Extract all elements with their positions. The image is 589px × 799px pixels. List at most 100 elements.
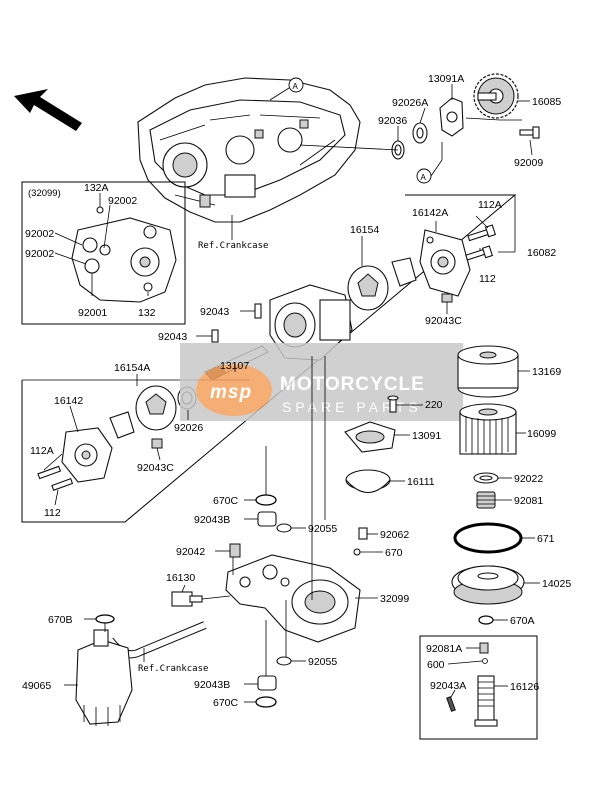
label-13091A: 13091A <box>428 73 464 85</box>
label-16111: 16111 <box>407 476 435 488</box>
label-92009: 92009 <box>514 157 543 169</box>
label-670C-bottom: 670C <box>213 697 239 709</box>
label-14025: 14025 <box>542 578 571 590</box>
label-92036: 92036 <box>378 115 407 127</box>
label-112A-top: 112A <box>478 199 502 211</box>
label-16085: 16085 <box>532 96 561 108</box>
label-92081: 92081 <box>514 495 543 507</box>
sensor-16130 <box>171 591 203 607</box>
label-49065: 49065 <box>22 680 51 692</box>
label-92062: 92062 <box>380 529 409 541</box>
bolt-92009 <box>519 126 540 139</box>
label-16154A: 16154A <box>114 362 150 374</box>
bolt-220 <box>387 395 399 413</box>
part-labels: 13091A 16085 92026A 92036 92009 132A 920… <box>22 73 571 709</box>
label-92043B-top: 92043B <box>194 514 230 526</box>
crankcase-reference-label-bottom: Ref.Crankcase <box>138 664 208 674</box>
dowel-92043C-top <box>441 293 453 303</box>
crankcase-reference-label-top: Ref.Crankcase <box>198 241 268 251</box>
label-670B: 670B <box>48 614 73 626</box>
watermark-logo: msp MOTORCYCLE SPARE PARTS <box>180 343 463 421</box>
o-ring-670 <box>353 548 361 556</box>
label-671: 671 <box>537 533 555 545</box>
label-92001: 92001 <box>78 307 107 319</box>
label-16154: 16154 <box>350 224 379 236</box>
svg-text:A: A <box>421 173 427 182</box>
label-92043C-left: 92043C <box>137 462 174 474</box>
label-92026A: 92026A <box>392 97 428 109</box>
o-ring-670A <box>478 615 494 625</box>
oil-filter-16099 <box>459 403 517 455</box>
label-16130: 16130 <box>166 572 195 584</box>
label-92002-c: 92002 <box>25 248 54 260</box>
callout-a-top: A <box>288 77 304 93</box>
relief-valve-16126 <box>474 675 498 727</box>
pin-92043-a <box>254 303 262 319</box>
svg-text:MOTORCYCLE: MOTORCYCLE <box>280 374 425 395</box>
label-132: 132 <box>138 307 156 319</box>
label-16099: 16099 <box>527 428 556 440</box>
cover-16142 <box>61 427 113 483</box>
cover-16142A <box>419 229 471 297</box>
label-92002-b: 92002 <box>25 228 54 240</box>
rotor-16154A <box>109 385 177 439</box>
label-92022: 92022 <box>514 473 543 485</box>
collar-92042 <box>229 543 241 558</box>
inset-cover-illustration <box>71 206 177 303</box>
oil-passage-32099 <box>225 554 361 643</box>
label-92081A: 92081A <box>426 643 462 655</box>
pin-92043A <box>446 696 456 712</box>
callout-a-bottom: A <box>416 168 432 184</box>
label-92002-a: 92002 <box>108 195 137 207</box>
pump-body <box>269 284 353 361</box>
o-ring-671 <box>453 522 523 554</box>
strainer-49065 <box>75 629 133 726</box>
label-92043A: 92043A <box>430 680 466 692</box>
label-670C-top: 670C <box>213 495 239 507</box>
label-13107: 13107 <box>220 360 249 372</box>
bolt-112A-left <box>37 465 62 480</box>
collar-92043B-bottom <box>257 675 277 691</box>
o-ring-670C-top <box>255 494 277 506</box>
label-92043B-bottom: 92043B <box>194 679 230 691</box>
label-16142A: 16142A <box>412 207 448 219</box>
relief-valve-box <box>419 635 538 740</box>
screen-16111 <box>345 469 391 494</box>
label-112-top: 112 <box>479 273 496 285</box>
label-92043-a: 92043 <box>200 306 229 318</box>
rotor-16154 <box>347 257 417 311</box>
washer-92022 <box>473 472 499 484</box>
pin-92043-b <box>211 329 219 343</box>
label-92042: 92042 <box>176 546 205 558</box>
o-ring-670C-bottom <box>255 696 277 708</box>
washer-92026A <box>412 122 428 144</box>
inset-box-32099 <box>21 181 186 325</box>
svg-text:A: A <box>293 82 299 91</box>
bolt-112A-top <box>467 224 497 242</box>
collar-92043B-top <box>257 511 277 527</box>
leader-lines <box>43 84 540 703</box>
label-92043C-top: 92043C <box>425 315 462 327</box>
label-16082: 16082 <box>527 247 556 259</box>
label-13091: 13091 <box>412 430 441 442</box>
inset-title: (32099) <box>28 188 61 199</box>
label-92026: 92026 <box>174 422 203 434</box>
filter-cap-13169 <box>457 345 519 398</box>
label-600: 600 <box>427 659 445 671</box>
plate-13091 <box>344 421 396 453</box>
ball-600 <box>482 658 488 664</box>
crankcase-illustration <box>137 77 361 223</box>
label-670: 670 <box>385 547 403 559</box>
label-13169: 13169 <box>532 366 561 378</box>
label-132A: 132A <box>84 182 109 194</box>
svg-text:SPARE PARTS: SPARE PARTS <box>282 399 422 415</box>
label-92055-bottom: 92055 <box>308 656 337 668</box>
spring-92081 <box>476 491 496 509</box>
pan-cover-14025 <box>451 565 525 605</box>
pin-92062 <box>358 527 368 540</box>
label-112A-left: 112A <box>30 445 54 457</box>
label-32099: 32099 <box>380 593 409 605</box>
label-220: 220 <box>425 399 443 411</box>
bolt-112-top <box>465 245 494 261</box>
spring-92081A <box>479 642 489 654</box>
